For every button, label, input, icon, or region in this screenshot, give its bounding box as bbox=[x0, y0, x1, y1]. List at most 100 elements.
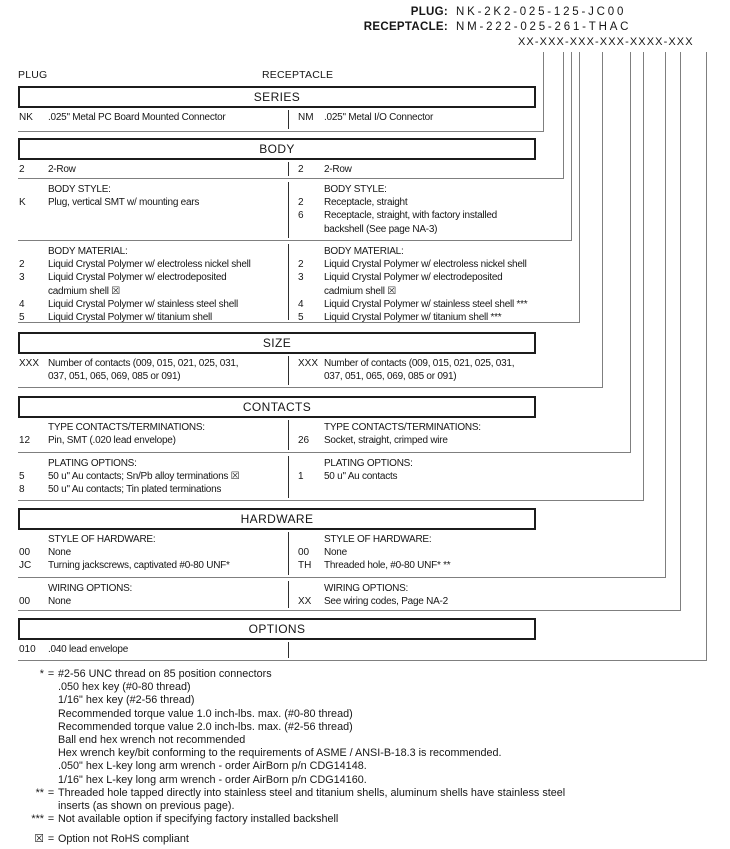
hardware-right-column: WIRING OPTIONS: XX See wiring codes, Page … bbox=[294, 582, 536, 608]
section-header-size: SIZE bbox=[18, 332, 536, 354]
option-code: 3 bbox=[19, 272, 25, 284]
footnote-line: 1/16" hex key (#2-56 thread) bbox=[58, 694, 195, 707]
option-description-line: None bbox=[48, 547, 71, 559]
option-description-line: .025" Metal I/O Connector bbox=[324, 112, 434, 123]
option-code: 2 bbox=[298, 259, 304, 271]
option-item: NK.025" Metal PC Board Mounted Connector bbox=[18, 111, 286, 124]
footnote-line: .050 hex key (#0-80 thread) bbox=[58, 681, 191, 694]
option-description-line: Liquid Crystal Polymer w/ electroless ni… bbox=[48, 259, 251, 271]
option-item: 2 Liquid Crystal Polymer w/ electroless n… bbox=[294, 258, 536, 271]
option-code: 2 bbox=[298, 197, 304, 209]
body-right-column: 2 2-Row bbox=[294, 163, 536, 176]
section-options-block: 010.040 lead envelope bbox=[18, 640, 536, 660]
section-header-body: BODY bbox=[18, 138, 536, 160]
option-item: 2 2-Row bbox=[294, 163, 536, 176]
footnote-line: #2-56 UNC thread on 85 position connecto… bbox=[58, 668, 272, 680]
column-divider bbox=[288, 162, 289, 176]
connector-line bbox=[18, 52, 572, 241]
footnote-marker: ** bbox=[35, 786, 44, 799]
part-number-mask: XX-XXX-XXX-XXX-XXXX-XXX bbox=[518, 36, 694, 48]
option-code: XX bbox=[298, 596, 312, 608]
footnote-text: Threaded hole tapped directly into stain… bbox=[58, 787, 724, 813]
option-code: K bbox=[19, 197, 26, 209]
option-description-line: Turning jackscrews, captivated #0-80 UNF… bbox=[48, 560, 230, 572]
option-description-line: cadmium shell ☒ bbox=[48, 285, 120, 297]
option-description-line: 2-Row bbox=[324, 164, 352, 175]
block-heading: BODY MATERIAL: bbox=[48, 246, 128, 257]
option-description-line: 037, 051, 065, 069, 085 or 091) bbox=[48, 371, 181, 383]
block-heading: WIRING OPTIONS: bbox=[48, 583, 133, 594]
option-code: NM bbox=[298, 112, 314, 123]
option-item: JC Turning jackscrews, captivated #0-80 U… bbox=[18, 559, 286, 572]
option-description-line: Receptacle, straight bbox=[324, 197, 408, 209]
column-label-plug: PLUG bbox=[18, 69, 48, 81]
column-divider bbox=[288, 581, 289, 608]
option-description-line: .025" Metal PC Board Mounted Connector bbox=[48, 112, 226, 123]
connector-line bbox=[18, 52, 603, 388]
option-code: 00 bbox=[19, 547, 31, 559]
option-item: 2 Receptacle, straight bbox=[294, 196, 536, 209]
option-description-line: 50 u" Au contacts bbox=[324, 471, 398, 483]
column-divider bbox=[288, 182, 289, 238]
connector-line bbox=[18, 52, 580, 323]
connector-line bbox=[18, 52, 564, 179]
footnote-equals: = bbox=[47, 786, 55, 799]
option-item: 00 None bbox=[18, 546, 286, 559]
option-description-line: See wiring codes, Page NA-2 bbox=[324, 596, 448, 608]
column-divider bbox=[288, 642, 289, 658]
plug-part-number: NK-2K2-025-125-JC00 bbox=[456, 6, 627, 18]
column-divider bbox=[288, 356, 289, 385]
option-description-line: Pin, SMT (.020 lead envelope) bbox=[48, 435, 176, 447]
block-heading: TYPE CONTACTS/TERMINATIONS: bbox=[324, 422, 481, 433]
option-description-line: 50 u" Au contacts; Tin plated terminatio… bbox=[48, 484, 222, 496]
connector-line bbox=[18, 52, 681, 611]
block-heading: WIRING OPTIONS: bbox=[324, 583, 409, 594]
footnote-line: inserts (as shown on previous page). bbox=[58, 800, 235, 813]
option-code: 3 bbox=[298, 272, 304, 284]
footnote-line: Ball end hex wrench not recommended bbox=[58, 734, 246, 747]
block-heading: STYLE OF HARDWARE: bbox=[48, 534, 156, 545]
footnote-line: Recommended torque value 1.0 inch-lbs. m… bbox=[58, 707, 353, 720]
option-description-line: Threaded hole, #0-80 UNF* ** bbox=[324, 560, 451, 572]
option-description-line: Liquid Crystal Polymer w/ electrodeposit… bbox=[48, 272, 227, 284]
column-label-receptacle: RECEPTACLE bbox=[262, 69, 334, 81]
option-description-line: 50 u" Au contacts; Sn/Pb alloy terminati… bbox=[48, 471, 240, 483]
option-description-line: backshell (See page NA-3) bbox=[324, 223, 438, 235]
connector-line bbox=[18, 52, 707, 661]
option-code: JC bbox=[19, 560, 32, 572]
block-heading: PLATING OPTIONS: bbox=[324, 458, 413, 469]
section-series-block: NK.025" Metal PC Board Mounted Connector… bbox=[18, 108, 536, 131]
option-description-line: Liquid Crystal Polymer w/ titanium shell bbox=[48, 312, 212, 324]
footnote-line: Threaded hole tapped directly into stain… bbox=[58, 786, 566, 799]
footnote-text: Not available option if specifying facto… bbox=[58, 813, 724, 826]
option-description-line: Liquid Crystal Polymer w/ electroless ni… bbox=[324, 259, 527, 271]
option-code: 2 bbox=[298, 164, 304, 175]
block-heading: STYLE OF HARDWARE: bbox=[324, 534, 432, 545]
block-heading: BODY STYLE: bbox=[324, 184, 387, 195]
plug-label: PLUG: bbox=[410, 6, 448, 18]
footnote-equals: = bbox=[47, 668, 55, 680]
